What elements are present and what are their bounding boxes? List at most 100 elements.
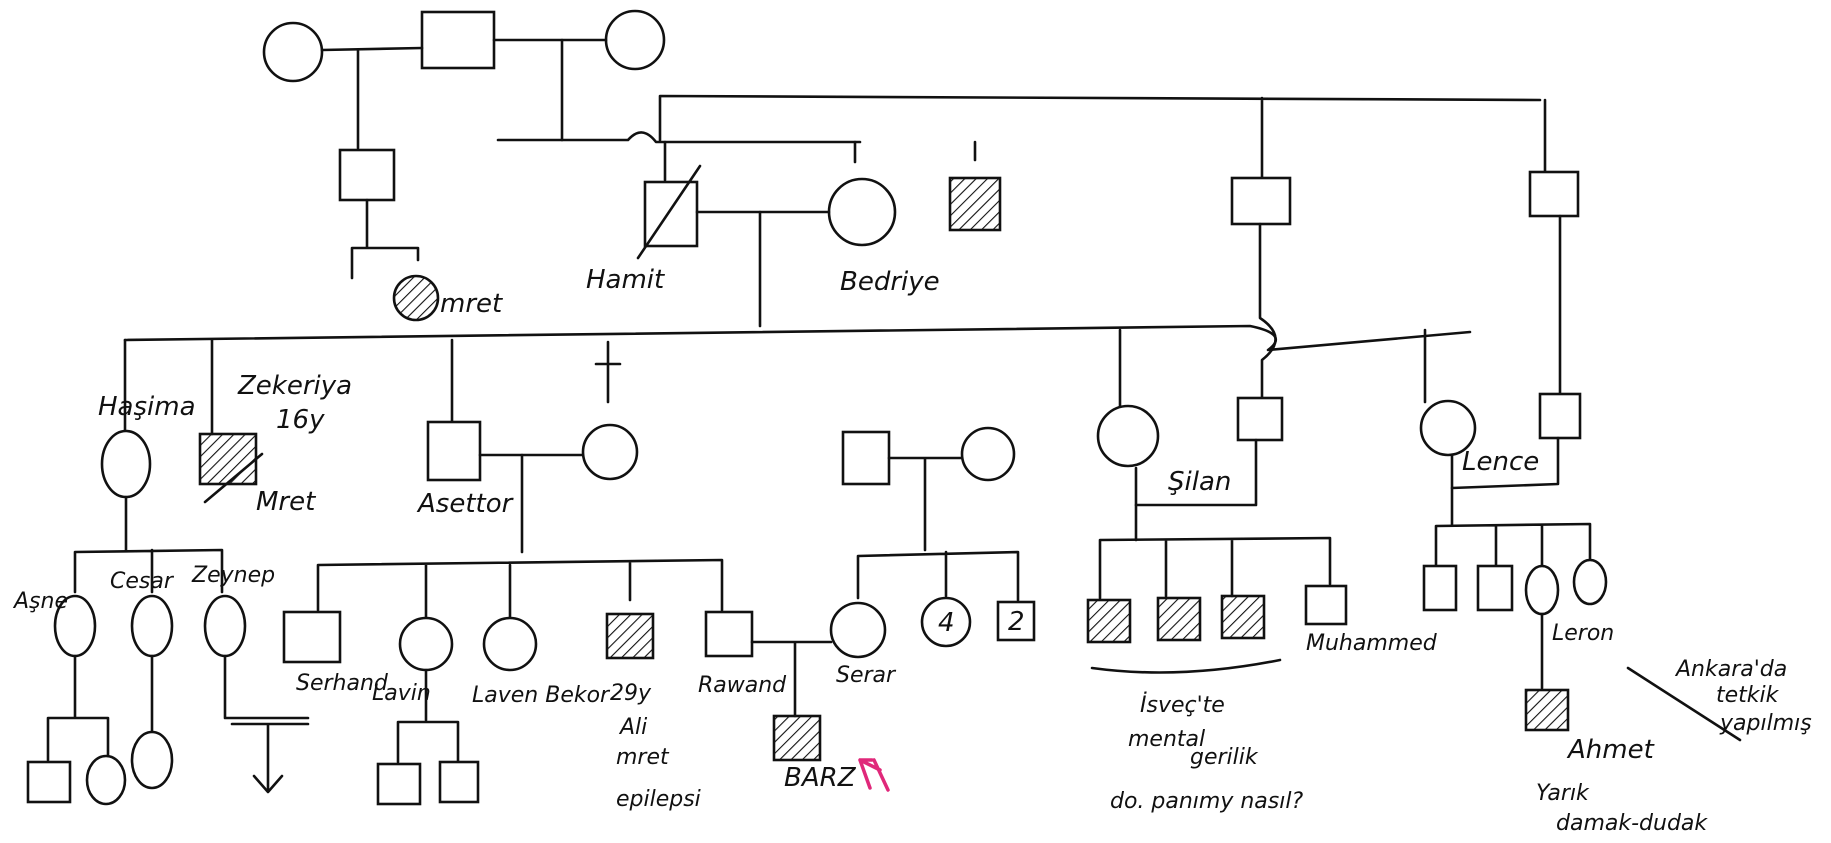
deceased-slash-zekeriya bbox=[203, 452, 264, 504]
label-zeynep: Zeynep bbox=[191, 563, 275, 588]
male-lence-spouse bbox=[1538, 392, 1582, 440]
sibship-hasima bbox=[73, 495, 224, 594]
male-silan-spouse bbox=[1236, 396, 1284, 442]
label-lence: Lence bbox=[1462, 447, 1539, 477]
label-asne: Aşne bbox=[12, 589, 68, 614]
marriage-rawand-serar bbox=[750, 640, 833, 718]
affected-male-barz-proband bbox=[772, 714, 822, 762]
female-cesar bbox=[130, 594, 174, 658]
label-zekeriya-mret: Mret bbox=[256, 487, 316, 517]
label-hasima: Haşima bbox=[98, 392, 196, 422]
female-zeynep bbox=[203, 594, 247, 658]
top-connector bbox=[658, 94, 1547, 180]
label-rawand: Rawand bbox=[698, 673, 787, 698]
affected-male-silan-1 bbox=[1086, 598, 1132, 644]
label-serar: Serar bbox=[836, 663, 897, 688]
sibship-asettor bbox=[316, 558, 724, 622]
spouse-deceased-cross bbox=[594, 340, 622, 404]
label-ankara-3: yapılmış bbox=[1719, 711, 1812, 736]
label-cesar: Cesar bbox=[110, 569, 175, 594]
label-zekeriya-age: 16y bbox=[276, 405, 325, 435]
label-laven-bekor: Laven Bekor bbox=[472, 683, 611, 708]
male-lavin-child-2 bbox=[438, 760, 480, 804]
male-rawand bbox=[704, 610, 754, 658]
proband-arrow-icon bbox=[858, 758, 890, 792]
affected-male-zekeriya bbox=[198, 432, 258, 486]
label-yarik-1: Yarık bbox=[1536, 781, 1590, 806]
label-muhammed: Muhammed bbox=[1306, 631, 1438, 656]
female-count-4 bbox=[920, 596, 972, 648]
label-mret-top: mret bbox=[440, 289, 503, 319]
label-hamit: Hamit bbox=[586, 265, 665, 295]
female-asettor-spouse bbox=[581, 423, 639, 481]
female-hasima bbox=[100, 429, 152, 499]
male-asettor bbox=[426, 420, 482, 482]
male-gen2-right-b bbox=[1528, 170, 1580, 218]
silan-descent bbox=[1258, 222, 1277, 400]
female-gen1-right bbox=[604, 9, 666, 71]
label-serhand: Serhand bbox=[296, 671, 389, 696]
affected-male-gen2 bbox=[948, 176, 1002, 232]
sibship-gen2 bbox=[496, 131, 862, 144]
female-cesar-child bbox=[130, 730, 174, 790]
label-isvec-2: mental bbox=[1128, 727, 1205, 752]
male-lavin-child-1 bbox=[376, 762, 422, 806]
gen2-drops bbox=[663, 140, 977, 182]
sibship-mret bbox=[350, 198, 420, 280]
female-gen1-left bbox=[262, 21, 324, 83]
sibship-gen3 bbox=[123, 324, 1472, 352]
label-ahmet: Ahmet bbox=[1566, 735, 1655, 765]
label-isvec-1: İsveç'te bbox=[1140, 692, 1225, 718]
male-asne-child bbox=[26, 760, 72, 804]
descent-arrow-zeynep bbox=[252, 774, 284, 794]
female-lavin bbox=[398, 616, 454, 672]
sibship-asne bbox=[46, 654, 110, 762]
label-isvec-4: do. panımy nasıl? bbox=[1110, 789, 1303, 814]
male-serhand bbox=[282, 610, 342, 664]
female-serar-mother bbox=[960, 426, 1016, 482]
label-zekeriya: Zekeriya bbox=[237, 371, 352, 401]
male-gen2-right-a bbox=[1230, 176, 1292, 226]
affected-female-mret bbox=[392, 274, 440, 322]
label-isvec-3: gerilik bbox=[1190, 745, 1259, 770]
female-leron bbox=[1524, 564, 1560, 616]
label-bedriye: Bedriye bbox=[840, 267, 940, 297]
male-serar-father bbox=[841, 430, 891, 486]
male-count-2 bbox=[996, 600, 1036, 642]
label-leron: Leron bbox=[1552, 621, 1614, 646]
label-ankara-1: Ankara'da bbox=[1674, 657, 1787, 682]
male-muhammed bbox=[1304, 584, 1348, 626]
female-silan bbox=[1096, 404, 1160, 468]
male-lence-child-2 bbox=[1476, 564, 1514, 612]
female-bedriye bbox=[827, 177, 897, 247]
female-asne-child bbox=[85, 754, 127, 806]
male-gen1-center bbox=[420, 10, 496, 70]
label-lavin: Lavin bbox=[372, 681, 431, 706]
label-asettor: Asettor bbox=[416, 489, 515, 519]
label-barz: BARZ bbox=[784, 763, 857, 793]
female-lence bbox=[1419, 399, 1477, 457]
annotation-line-ankara bbox=[1626, 666, 1742, 742]
sibship-silan bbox=[1098, 536, 1332, 600]
label-count-2: 2 bbox=[1008, 607, 1025, 637]
marriage-serar-parents bbox=[887, 456, 964, 552]
marriage-zeynep bbox=[223, 654, 310, 792]
female-serar bbox=[829, 601, 887, 659]
sibship-serar bbox=[856, 550, 1020, 602]
deceased-slash-hamit bbox=[636, 164, 702, 260]
male-gen2-left bbox=[338, 148, 396, 202]
label-yarik-2: damak-dudak bbox=[1556, 811, 1708, 836]
male-lence-child-1 bbox=[1422, 564, 1458, 612]
affected-male-ali bbox=[605, 612, 655, 660]
label-count-4: 4 bbox=[938, 608, 955, 638]
label-ankara-2: tetkik bbox=[1716, 683, 1780, 708]
label-ali-mret: mret bbox=[616, 745, 670, 770]
sibship-lavin bbox=[396, 668, 460, 764]
label-ali-age: 29y bbox=[610, 681, 652, 706]
marriage-line-left bbox=[320, 46, 424, 52]
female-lence-child-4 bbox=[1572, 558, 1608, 606]
female-laven bbox=[482, 616, 538, 672]
affected-male-ahmet bbox=[1524, 688, 1570, 732]
